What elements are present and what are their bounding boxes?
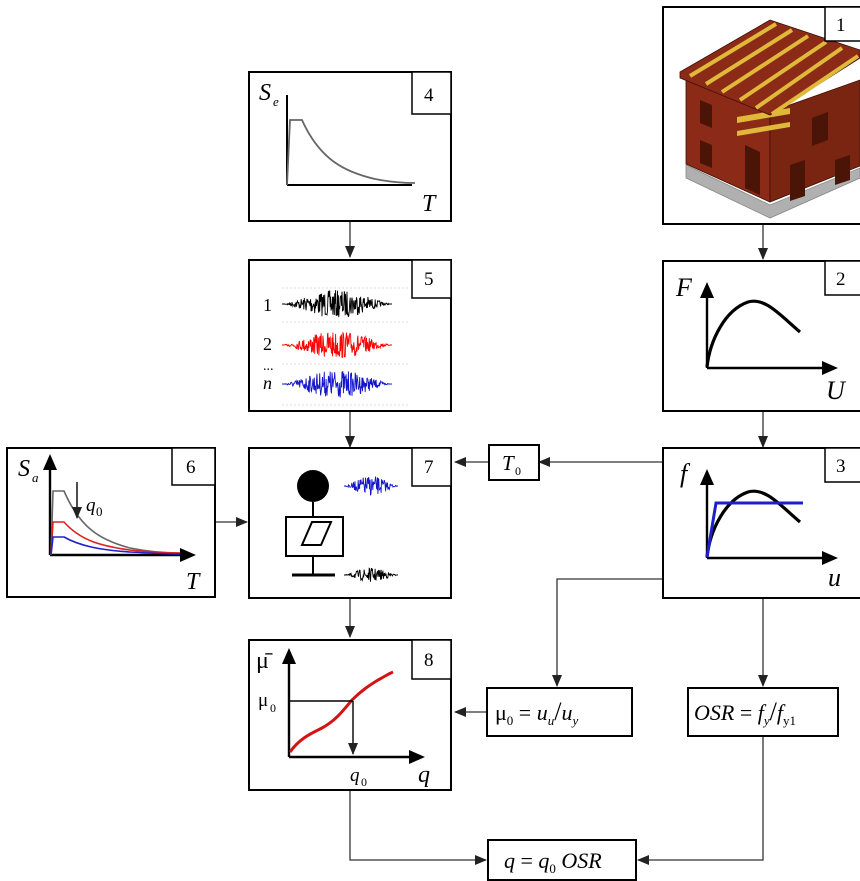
block-4-x-label: T [422,191,437,217]
block-6-y-sub: a [32,470,39,485]
block-7-number: 7 [424,457,434,478]
final-q0: q [538,848,549,873]
signal-row-n-label: n [263,373,272,393]
block-6-x-label: T [186,569,201,595]
osr-eq: = [734,700,757,725]
ductility-box: μ0 = uu/uy [486,687,633,737]
accelerogram-2 [282,331,392,359]
accelerogram-signals [282,290,392,398]
block-8: 8 μ̄ μ 0 q 0 q [248,639,452,791]
ductility-u2: u [561,700,572,725]
ductility-eq: = [513,700,536,725]
final-eq: = [515,848,538,873]
block-2-number: 2 [836,269,846,290]
block-8-y-label: μ̄ [256,648,273,674]
block-6-marker-sub: 0 [96,504,103,519]
block-8-y-mark: μ [258,690,268,711]
osr-f2: f [777,700,786,725]
arrow-3-to-ductility [552,578,663,687]
block-1-number: 1 [836,15,846,36]
accelerogram-n [282,371,392,398]
block-4-y-sub: e [273,94,279,109]
ida-curve [288,670,394,753]
signal-row-1-label: 1 [263,295,272,315]
elastic-spectrum-curve [286,119,416,186]
osr-f1-sub: y [762,713,770,728]
block-4-number: 4 [424,85,434,106]
block-8-x-label: q [418,762,430,788]
final-formula: q = q0 OSR [504,848,602,876]
block-8-x-mark: q [350,765,360,786]
final-q: q [504,848,515,873]
block-4-y-label: S [259,80,271,106]
block-6-y-label: S [18,456,30,482]
capacity-curve [705,489,802,558]
block-2-x-label: U [826,376,847,405]
connectors [215,221,768,865]
ductility-slash: / [554,697,562,726]
response-signals [344,476,398,582]
block-2: 2 F U [662,260,860,412]
response-signal [344,567,398,582]
spectrum-red-line [50,521,181,556]
ductility-u1: u [537,700,548,725]
sdof-oscillator-icon [285,470,344,577]
period-sub: 0 [515,464,521,478]
final-q0-sub: 0 [549,861,556,876]
spectrum-blue-line [50,536,181,556]
block-5-number: 5 [424,269,434,290]
arrow-8-to-final [349,790,487,865]
block-4: 4 S e T [248,71,452,222]
ductility-mu: μ [495,700,507,725]
block-6-marker: q [86,495,96,516]
ductility-formula: μ0 = uu/uy [495,697,578,728]
block-2-y-label: F [675,273,693,302]
accelerogram-1 [282,290,392,318]
ductility-u2-sub: y [570,713,578,728]
svg-text:...: ... [263,359,274,374]
final-osr: OSR [556,848,602,873]
ductility-mu-sub: 0 [507,713,514,728]
period-box: T 0 [488,444,540,481]
signal-row-2-label: 2 [263,334,272,354]
building-model-icon [679,19,860,219]
block-8-x-mark-sub: 0 [361,775,367,789]
ductility-u1-sub: u [548,713,555,728]
osr-f2-sub: y1 [783,713,796,728]
block-8-number: 8 [424,650,434,671]
final-box: q = q0 OSR [487,839,637,881]
block-3: 3 f u [662,447,860,599]
bilinear-curve [705,501,803,558]
osr-formula: OSR = fy/fy1 [694,697,796,728]
block-6: 6 S a q 0 T [6,447,216,598]
block-6-number: 6 [186,457,196,478]
block-7: 7 [248,447,452,599]
arrow-osr-to-final [637,737,764,865]
block-8-y-mark-sub: 0 [270,701,276,715]
osr-f1: f [758,700,767,725]
block-1: 1 [662,6,860,225]
block-5: 5 1 2 ... n [248,259,452,412]
input-signal [344,476,398,496]
block-3-y-label: f [680,459,691,488]
osr-box: OSR = fy/fy1 [687,687,839,737]
pushover-curve [705,299,802,368]
block-3-number: 3 [836,456,846,477]
block-3-x-label: u [828,563,841,592]
osr-slash: / [770,697,778,726]
period-label: T [502,451,515,475]
osr-label: OSR [694,700,735,725]
